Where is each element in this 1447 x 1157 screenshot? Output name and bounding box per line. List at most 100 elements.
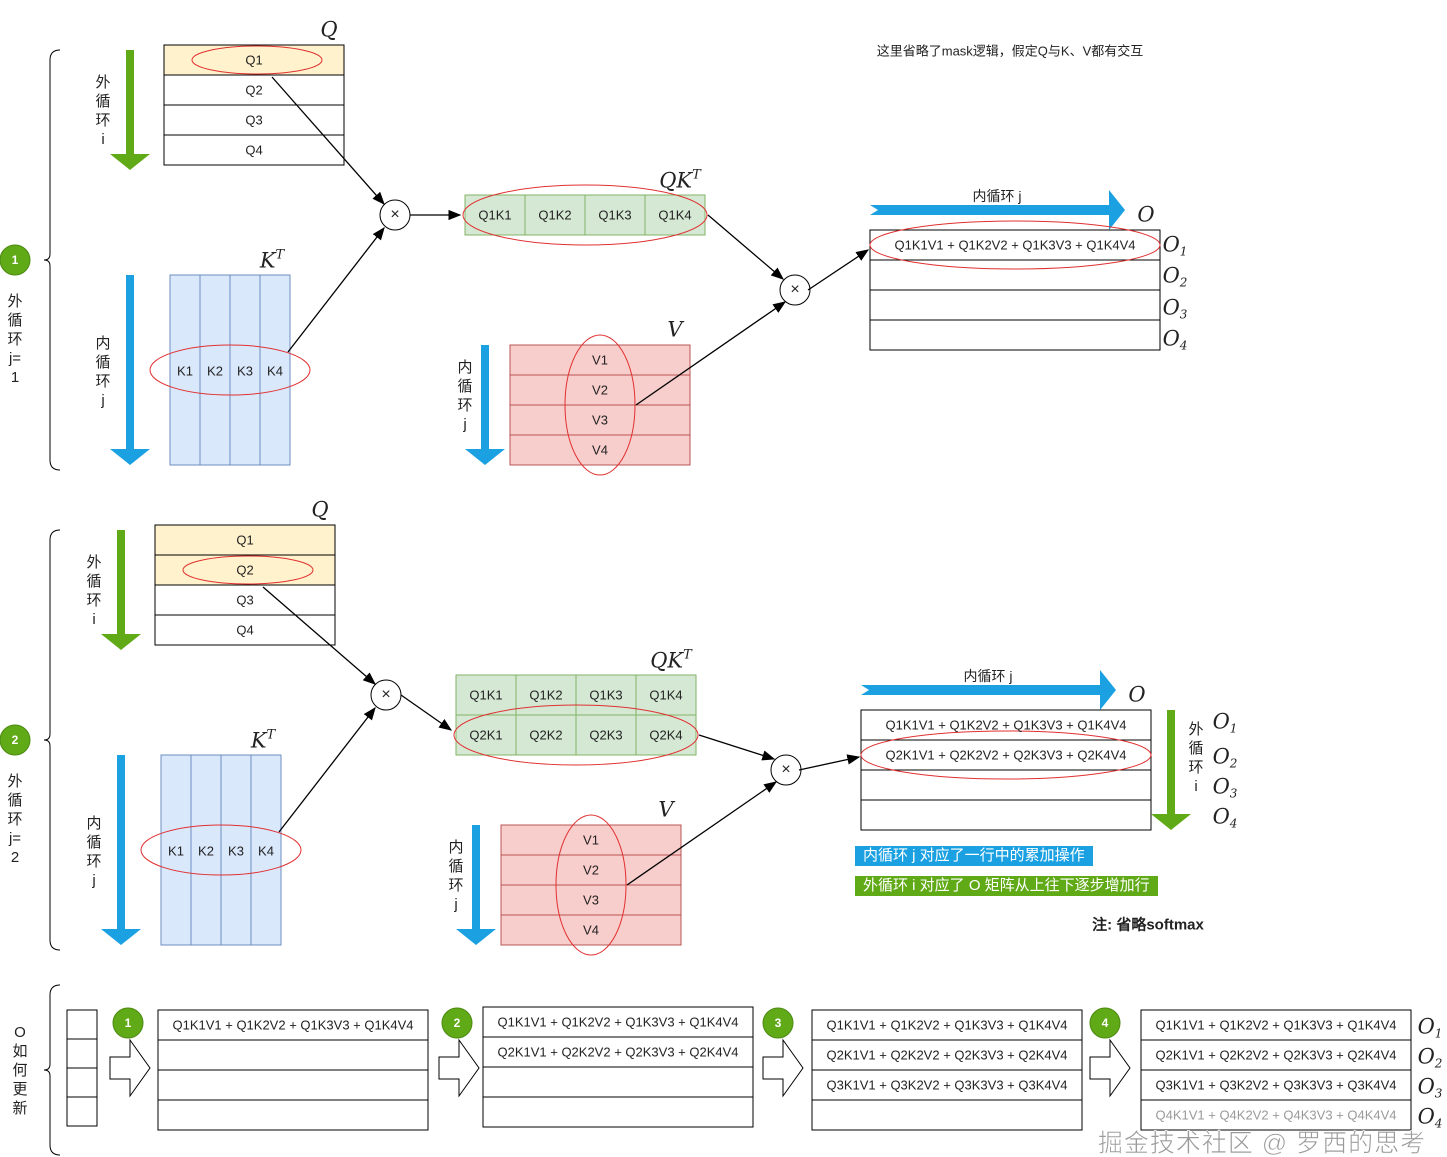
v-row xyxy=(500,884,682,916)
math-base: O xyxy=(1417,1014,1435,1039)
small-o-row xyxy=(66,1067,98,1098)
update-o-row xyxy=(1140,1099,1412,1131)
qkt-cell: Q2K1 xyxy=(469,727,503,743)
math-base: K xyxy=(250,728,267,753)
update-o-row xyxy=(482,1066,754,1098)
q-to-multiply-arrow xyxy=(271,76,385,205)
update-o-row xyxy=(482,1096,754,1128)
step-badge-number: 2 xyxy=(453,1016,461,1030)
update-o-row xyxy=(157,1069,429,1101)
math-base: V xyxy=(658,797,674,822)
kt-label: KT xyxy=(260,249,284,272)
curly-brace xyxy=(43,49,61,471)
inner-loop-row-arrow xyxy=(861,670,1116,710)
step-badge xyxy=(762,1007,794,1039)
q-row xyxy=(154,614,336,646)
kt-column xyxy=(199,274,231,466)
update-o-cell: Q1K1V1 + Q1K2V2 + Q1K3V3 + Q1K4V4 xyxy=(172,1017,414,1033)
subscript: 3 xyxy=(1179,307,1188,322)
o-row-label: O1 xyxy=(1213,711,1238,735)
update-o-row xyxy=(1140,1039,1412,1071)
update-o-row xyxy=(482,1036,754,1068)
update-o-cell: Q1K1V1 + Q1K2V2 + Q1K3V3 + Q1K4V4 xyxy=(497,1014,739,1030)
subscript: 3 xyxy=(1229,786,1238,801)
highlight-ellipse xyxy=(191,45,323,75)
subscript: 1 xyxy=(1179,244,1188,259)
qkt-cell: Q1K2 xyxy=(529,687,563,703)
o-row-label: O3 xyxy=(1162,295,1188,322)
q-cell: Q3 xyxy=(245,112,263,128)
highlight-ellipse xyxy=(182,555,314,585)
o-row-label: O1 xyxy=(1417,1014,1443,1040)
mask-note: 这里省略了mask逻辑，假定Q与K、V都有交互 xyxy=(876,43,1144,59)
kt-cell: K4 xyxy=(258,843,274,859)
outer-loop-label: 外循环j=1 xyxy=(7,293,23,386)
q-row xyxy=(163,104,345,136)
softmax-note: 注: 省略softmax xyxy=(1092,916,1204,934)
math-base: O xyxy=(1417,1104,1435,1129)
math-base: O xyxy=(1417,1044,1435,1069)
inner-loop-arrow xyxy=(456,825,496,945)
math-base: O xyxy=(1137,202,1155,227)
q-row xyxy=(154,524,336,556)
o-row-label: O4 xyxy=(1213,806,1238,831)
update-o-cell: Q3K1V1 + Q3K2V2 + Q3K3V3 + Q3K4V4 xyxy=(826,1077,1068,1093)
math-base: O xyxy=(1417,1074,1435,1099)
k-to-multiply-arrow xyxy=(278,706,376,833)
update-o-row xyxy=(157,1039,429,1071)
math-base: O xyxy=(1162,295,1180,320)
outer-loop-i-label: 外循环i xyxy=(95,74,111,148)
o-row xyxy=(869,319,1161,351)
kt-column xyxy=(190,754,222,946)
o-row xyxy=(860,769,1152,801)
math-base: O xyxy=(1212,744,1230,769)
qkt-cell: Q1K2 xyxy=(538,207,572,223)
o-row-label: O3 xyxy=(1417,1074,1443,1100)
subscript: 4 xyxy=(1229,816,1238,831)
subscript: 4 xyxy=(1179,338,1188,353)
kt-cell: K2 xyxy=(207,363,223,379)
inner-loop-arrow-label: 内循环 j xyxy=(972,188,1022,204)
update-o-row xyxy=(811,1039,1083,1071)
o-row xyxy=(860,709,1152,741)
v-cell: V2 xyxy=(583,862,599,878)
math-base: O xyxy=(1212,774,1230,799)
update-o-cell: Q2K1V1 + Q2K2V2 + Q2K3V3 + Q2K4V4 xyxy=(1155,1047,1397,1063)
qkt-label: QKT xyxy=(659,169,701,192)
kt-column xyxy=(220,754,252,946)
inner-loop-row-arrow xyxy=(870,190,1125,230)
v-cell: V2 xyxy=(592,382,608,398)
step-badge-number: 2 xyxy=(11,733,19,747)
highlight-ellipse xyxy=(140,824,302,876)
inner-loop-arrow-label: 内循环 j xyxy=(963,668,1013,684)
inner-loop-j-label: 内循环j xyxy=(95,335,111,409)
curly-brace xyxy=(43,529,61,951)
o-row-label: O4 xyxy=(1163,328,1188,353)
update-o-row xyxy=(811,1099,1083,1131)
qkt-cell-box xyxy=(635,674,697,716)
multiply-node xyxy=(779,274,811,306)
highlight-ellipse xyxy=(453,704,699,766)
highlight-ellipse xyxy=(555,814,627,956)
step-badge-number: 3 xyxy=(774,1016,782,1030)
curly-brace xyxy=(43,984,61,1156)
small-o-row xyxy=(66,1038,98,1069)
hollow-arrow-icon xyxy=(438,1038,480,1098)
v-to-multiply-arrow xyxy=(635,301,787,406)
multiply-to-o-arrow xyxy=(798,754,861,771)
o-row-label: O3 xyxy=(1212,774,1238,801)
o-row xyxy=(869,289,1161,321)
highlight-ellipse xyxy=(860,730,1152,780)
qkt-to-multiply-arrow xyxy=(707,214,784,280)
multiply-symbol: × xyxy=(390,206,400,223)
qkt-cell: Q2K3 xyxy=(589,727,623,743)
q-label: Q xyxy=(311,499,328,521)
small-o-row xyxy=(66,1096,98,1127)
v-label: V xyxy=(658,797,674,822)
v-row xyxy=(500,854,682,886)
step-badge xyxy=(0,244,31,276)
v-cell: V4 xyxy=(592,442,608,458)
qkt-cell: Q1K3 xyxy=(589,687,623,703)
